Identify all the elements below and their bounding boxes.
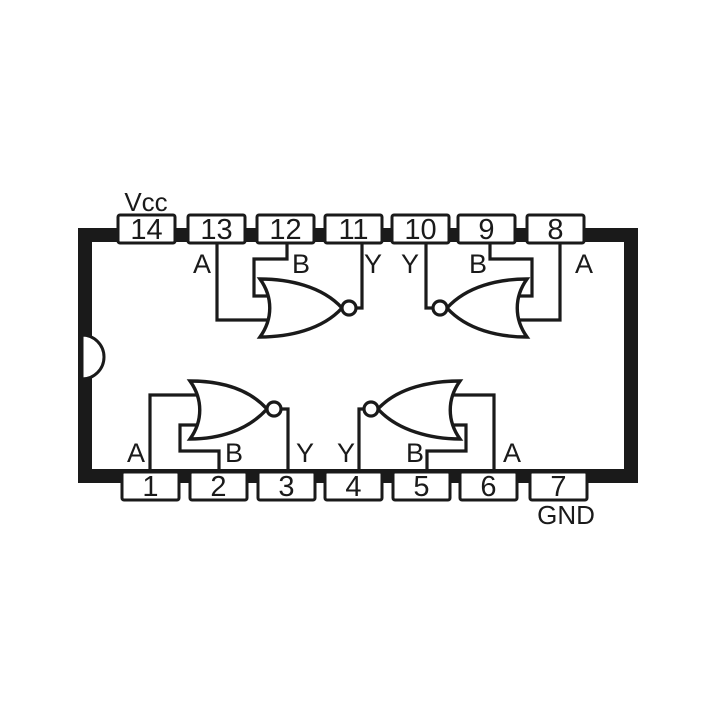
pin-11-signal-label: Y (364, 249, 382, 279)
pin-9-signal-label: B (469, 249, 487, 279)
nor-gate-3-body (186, 379, 270, 441)
pin-3: 3 (256, 470, 317, 503)
pin-10: 10 (390, 213, 451, 246)
pin-7: 7 (528, 470, 589, 503)
wire-pin3-y-output (279, 407, 290, 474)
pin-4-number: 4 (345, 471, 361, 503)
pin-6: 6 (458, 470, 519, 503)
pin-9-number: 9 (478, 214, 494, 246)
pin-3-signal-label: Y (296, 438, 314, 468)
pin-2: 2 (188, 470, 249, 503)
wire-pin2-b-input (178, 423, 227, 474)
pin-14-box (116, 213, 177, 245)
pin-4-signal-label: Y (337, 438, 355, 468)
pin-1-signal-label: A (127, 438, 145, 468)
nor-gate-2-inversion-bubble (431, 299, 449, 317)
pin-3-number: 3 (278, 471, 294, 503)
pin-6-signal-label: A (503, 438, 521, 468)
pin-11-number: 11 (338, 214, 368, 246)
pin-14: 14 (116, 213, 177, 246)
pin-3-box (256, 470, 317, 502)
pin-6-number: 6 (480, 471, 496, 503)
nor-gate-1-inversion-bubble (340, 299, 358, 317)
pin-9: 9 (456, 213, 517, 246)
pin-5: 5 (391, 470, 452, 503)
pin-8-signal-label: A (575, 249, 593, 279)
pin-12-box (255, 213, 316, 245)
signal-labels: A B Y Y B A A B Y Y B A (127, 249, 593, 468)
wire-pin12-b-input (252, 241, 289, 298)
pin-1-number: 1 (142, 471, 158, 503)
pin-10-signal-label: Y (401, 249, 419, 279)
pin-8-box (525, 213, 586, 245)
nor-gate-2 (431, 277, 531, 339)
pin-13-signal-label: A (193, 249, 211, 279)
pin-2-signal-label: B (225, 438, 243, 468)
pin-2-number: 2 (210, 471, 226, 503)
pin-6-box (458, 470, 519, 502)
pin-7-number: 7 (550, 471, 566, 503)
wire-pin13-a-input (215, 241, 287, 322)
pin-7-box (528, 470, 589, 502)
wire-pin1-a-input (148, 393, 217, 474)
gnd-label: GND (537, 500, 595, 530)
pin-12: 12 (255, 213, 316, 246)
pin-14-number: 14 (130, 214, 162, 246)
pin-4: 4 (323, 470, 384, 503)
nor-gate-1-body (256, 277, 345, 339)
wire-pin4-y-output (357, 407, 366, 474)
pin-8: 8 (525, 213, 586, 246)
pin-1: 1 (120, 470, 181, 503)
pin-4-box (323, 470, 384, 502)
pin-10-number: 10 (404, 214, 436, 246)
pin-12-signal-label: B (292, 249, 310, 279)
nor-gate-3-inversion-bubble (265, 400, 283, 418)
pin-13-number: 13 (200, 214, 232, 246)
wire-pin9-b-input (488, 241, 534, 298)
pin-1-box (120, 470, 181, 502)
wire-pin11-y-output (354, 241, 364, 310)
pin-row-top: 14 13 12 11 10 9 8 (116, 213, 586, 246)
nor-gate-3 (186, 379, 283, 441)
nor-gate-1 (256, 277, 358, 339)
nor-gate-2-body (444, 277, 531, 339)
pin-12-number: 12 (269, 214, 301, 246)
orientation-notch (80, 333, 106, 381)
pin-11: 11 (323, 213, 384, 246)
nor-gate-4-body (375, 379, 464, 441)
pin-13: 13 (186, 213, 247, 246)
pin-row-bottom: 1 2 3 4 5 6 7 (120, 470, 589, 503)
pin-11-box (323, 213, 384, 245)
pin-5-number: 5 (413, 471, 429, 503)
pin-10-box (390, 213, 451, 245)
wire-pin6-a-input (433, 393, 496, 474)
pin-2-box (188, 470, 249, 502)
pin-5-signal-label: B (406, 438, 424, 468)
pin-9-box (456, 213, 517, 245)
internal-wiring (148, 241, 562, 474)
vcc-label: Vcc (124, 187, 167, 217)
pin-13-box (186, 213, 247, 245)
pin-8-number: 8 (547, 214, 563, 246)
wire-pin10-y-output (424, 241, 435, 310)
nor-gate-4-inversion-bubble (362, 400, 380, 418)
nor-gate-4 (362, 379, 464, 441)
pin-5-box (391, 470, 452, 502)
